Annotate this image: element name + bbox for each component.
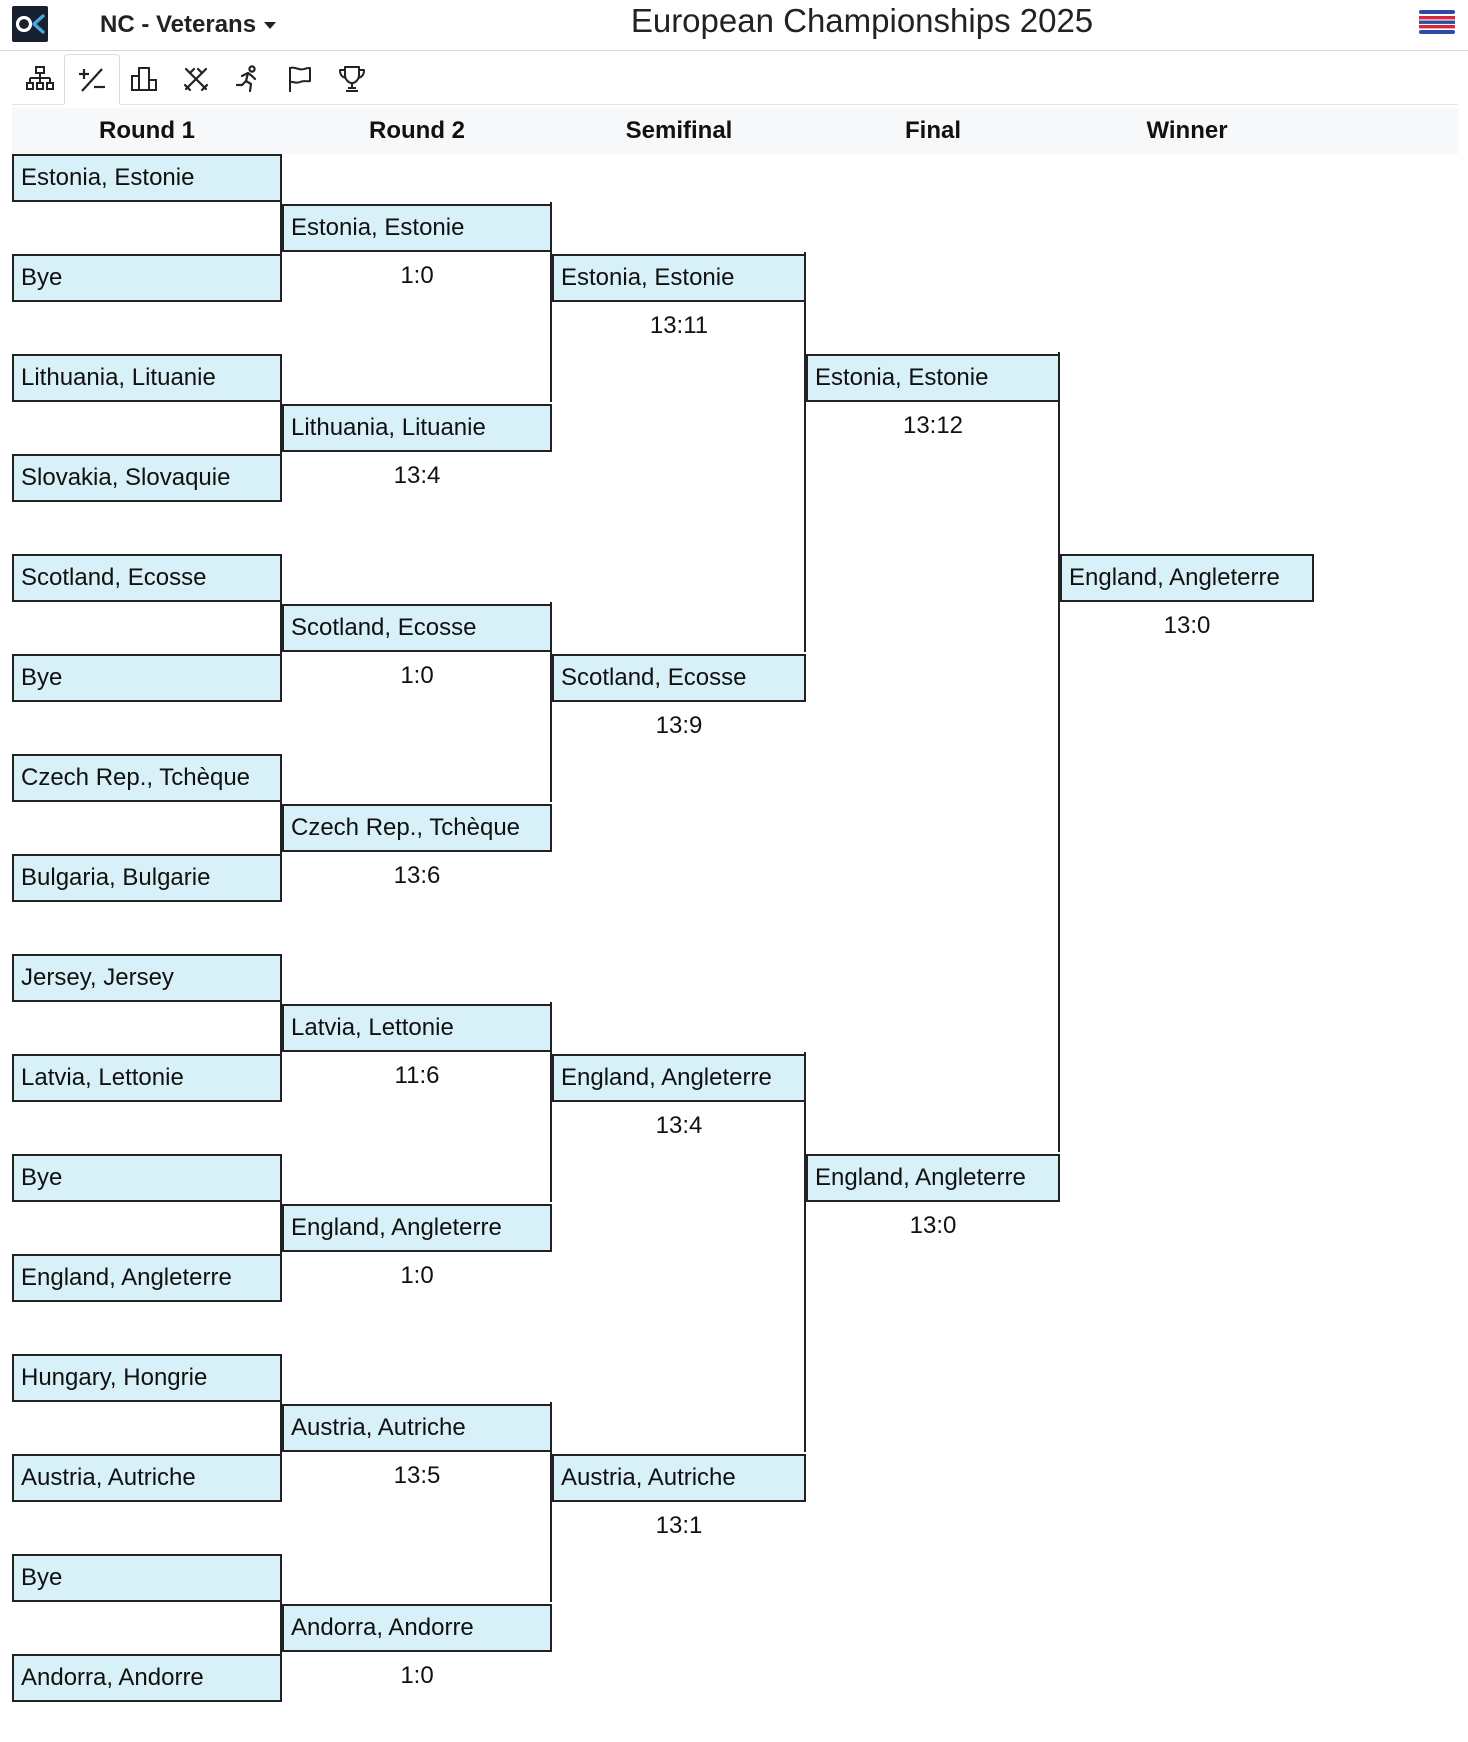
team-slot-round-1[interactable]: Scotland, Ecosse xyxy=(12,554,282,602)
team-slot-round-1[interactable]: Bye xyxy=(12,1554,282,1602)
event-dropdown-label: NC - Veterans xyxy=(100,11,257,38)
bracket-connector xyxy=(280,602,282,654)
team-slot-round-1[interactable]: Bye xyxy=(12,254,282,302)
plus-minus-tool[interactable] xyxy=(64,54,120,105)
column-header-round-2: Round 2 xyxy=(369,117,465,144)
column-header-final: Final xyxy=(904,117,961,144)
team-slot-round-1[interactable]: Slovakia, Slovaquie xyxy=(12,454,282,502)
flag-icon xyxy=(289,66,311,92)
podium-icon xyxy=(131,67,157,91)
bracket-connector xyxy=(280,1602,282,1654)
team-slot-round-2[interactable]: England, Angleterre xyxy=(282,1204,552,1252)
team-slot-round-1[interactable]: Austria, Autriche xyxy=(12,1454,282,1502)
page-title: European Championships 2025 xyxy=(630,2,1094,39)
team-slot-round-1[interactable]: England, Angleterre xyxy=(12,1254,282,1302)
bracket-connector xyxy=(280,402,282,454)
match-score-final: 13:0 xyxy=(909,1212,957,1239)
team-slot-round-2[interactable]: Scotland, Ecosse xyxy=(282,604,552,652)
top-bar: NC - Veterans European Championships 202… xyxy=(0,0,1468,51)
column-header-semifinal: Semifinal xyxy=(625,117,733,144)
team-slot-round-1[interactable]: Lithuania, Lituanie xyxy=(12,354,282,402)
flag-tool[interactable] xyxy=(272,54,328,104)
team-slot-round-1[interactable]: Czech Rep., Tchèque xyxy=(12,754,282,802)
team-slot-semifinal[interactable]: Scotland, Ecosse xyxy=(552,654,806,702)
bracket-connector xyxy=(1058,352,1060,1152)
bracket-tree-icon xyxy=(26,66,54,90)
chevron-down-icon xyxy=(264,21,277,29)
plus-minus-icon xyxy=(79,67,105,92)
bracket-connector xyxy=(550,602,552,802)
bracket-connector xyxy=(280,202,282,254)
match-score-round-2: 1:0 xyxy=(400,1662,434,1689)
team-slot-semifinal[interactable]: Estonia, Estonie xyxy=(552,254,806,302)
bracket-connector xyxy=(550,1402,552,1602)
match-score-semifinal: 13:9 xyxy=(655,712,703,739)
bracket-connector xyxy=(280,802,282,854)
team-slot-round-2[interactable]: Lithuania, Lituanie xyxy=(282,404,552,452)
match-score-round-2: 13:6 xyxy=(393,862,441,889)
language-flag-icon[interactable] xyxy=(1419,10,1455,34)
crossed-swords-icon xyxy=(183,67,209,92)
team-slot-round-1[interactable]: Jersey, Jersey xyxy=(12,954,282,1002)
toolbar xyxy=(12,54,1458,105)
team-slot-final[interactable]: Estonia, Estonie xyxy=(806,354,1060,402)
team-slot-final[interactable]: England, Angleterre xyxy=(806,1154,1060,1202)
team-slot-winner[interactable]: England, Angleterre xyxy=(1060,554,1314,602)
team-slot-round-1[interactable]: Bye xyxy=(12,654,282,702)
team-slot-round-2[interactable]: Andorra, Andorre xyxy=(282,1604,552,1652)
bracket-connector xyxy=(280,1402,282,1454)
team-slot-round-1[interactable]: Bye xyxy=(12,1154,282,1202)
team-slot-round-2[interactable]: Latvia, Lettonie xyxy=(282,1004,552,1052)
team-slot-round-1[interactable]: Estonia, Estonie xyxy=(12,154,282,202)
bracket-connector xyxy=(280,1202,282,1254)
team-slot-round-1[interactable]: Hungary, Hongrie xyxy=(12,1354,282,1402)
bracket-connector xyxy=(550,1002,552,1202)
match-score-round-2: 13:4 xyxy=(393,462,441,489)
bracket-connector xyxy=(804,1052,806,1452)
bracket-header-row: Round 1 Round 2 Semifinal Final Winner xyxy=(12,108,1458,154)
bracket-tree-tool[interactable] xyxy=(12,54,68,104)
bracket-connector xyxy=(804,252,806,652)
match-score-round-2: 1:0 xyxy=(400,662,434,689)
team-slot-round-2[interactable]: Austria, Autriche xyxy=(282,1404,552,1452)
match-score-winner: 13:0 xyxy=(1163,612,1211,639)
team-slot-semifinal[interactable]: England, Angleterre xyxy=(552,1054,806,1102)
team-slot-semifinal[interactable]: Austria, Autriche xyxy=(552,1454,806,1502)
match-score-round-2: 1:0 xyxy=(400,1262,434,1289)
team-slot-round-1[interactable]: Andorra, Andorre xyxy=(12,1654,282,1702)
match-score-semifinal: 13:11 xyxy=(649,312,709,339)
match-score-semifinal: 13:1 xyxy=(655,1512,703,1539)
app-logo-icon[interactable] xyxy=(12,6,48,42)
column-header-winner: Winner xyxy=(1146,117,1228,144)
bracket-connector xyxy=(280,1002,282,1054)
team-slot-round-2[interactable]: Czech Rep., Tchèque xyxy=(282,804,552,852)
event-dropdown[interactable]: NC - Veterans xyxy=(100,8,277,42)
match-score-semifinal: 13:4 xyxy=(655,1112,703,1139)
match-score-round-2: 13:5 xyxy=(393,1462,441,1489)
runner-tool[interactable] xyxy=(220,54,276,104)
match-score-round-2: 1:0 xyxy=(400,262,434,289)
team-slot-round-1[interactable]: Bulgaria, Bulgarie xyxy=(12,854,282,902)
team-slot-round-1[interactable]: Latvia, Lettonie xyxy=(12,1054,282,1102)
trophy-icon xyxy=(339,66,365,92)
trophy-tool[interactable] xyxy=(324,54,380,104)
match-score-final: 13:12 xyxy=(902,412,964,439)
column-header-round-1: Round 1 xyxy=(99,117,195,144)
crossed-swords-tool[interactable] xyxy=(168,54,224,104)
match-score-round-2: 11:6 xyxy=(394,1062,440,1089)
bracket-connector xyxy=(550,202,552,402)
team-slot-round-2[interactable]: Estonia, Estonie xyxy=(282,204,552,252)
runner-icon xyxy=(235,65,257,93)
podium-tool[interactable] xyxy=(116,54,172,104)
